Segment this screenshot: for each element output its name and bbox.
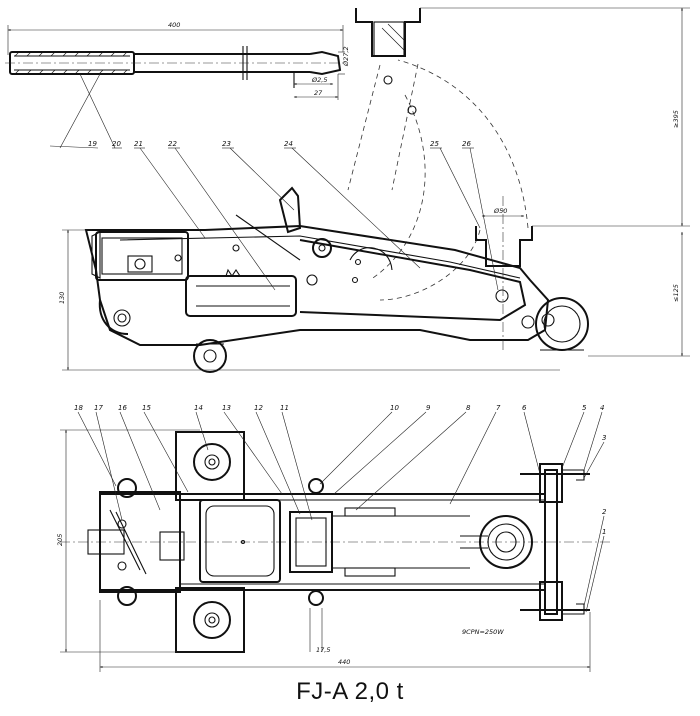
- dim-min-height: ≤125: [672, 284, 680, 302]
- top-view: 205 440 17,5 9CPN=250W 18 17 16 15 14 13: [56, 404, 610, 672]
- top-label-17: 17: [94, 404, 103, 412]
- side-label-26: 26: [462, 140, 471, 148]
- top-label-1: 1: [602, 528, 606, 536]
- top-label-10: 10: [390, 404, 399, 412]
- top-label-4: 4: [600, 404, 604, 412]
- side-label-22: 22: [168, 140, 177, 148]
- handle-drawing: 400 Ø27,2 Ø2,5 27: [5, 21, 350, 100]
- top-label-2: 2: [602, 508, 607, 516]
- top-label-16: 16: [118, 404, 127, 412]
- side-label-19: 19: [88, 140, 97, 148]
- dim-pin-diameter: Ø2,5: [311, 76, 327, 84]
- dim-max-lift: ≥395: [672, 110, 680, 128]
- top-label-8: 8: [466, 404, 471, 412]
- dim-handle-diameter: Ø27,2: [342, 46, 350, 67]
- side-label-20: 20: [112, 140, 121, 148]
- top-label-14: 14: [194, 404, 203, 412]
- top-label-9: 9: [426, 404, 431, 412]
- side-label-25: 25: [430, 140, 439, 148]
- top-label-7: 7: [496, 404, 501, 412]
- side-label-21: 21: [134, 140, 143, 148]
- dim-saddle-diameter: Ø50: [493, 207, 507, 215]
- top-label-12: 12: [254, 404, 263, 412]
- top-label-18: 18: [74, 404, 83, 412]
- top-label-6: 6: [522, 404, 527, 412]
- dim-width: 205: [56, 534, 64, 546]
- dim-length: 440: [338, 658, 350, 666]
- dim-handle-length: 400: [168, 21, 180, 29]
- dim-overall-height: 130: [58, 292, 66, 304]
- side-label-24: 24: [284, 140, 293, 148]
- top-label-3: 3: [602, 434, 606, 442]
- dim-offset: 17,5: [316, 646, 330, 654]
- drawing-note: 9CPN=250W: [462, 628, 504, 636]
- side-view: Ø50 130 ≥395 ≤125 19 20 21 22 23 24 25 2…: [49, 7, 690, 373]
- top-label-15: 15: [142, 404, 151, 412]
- dim-pin-offset: 27: [314, 89, 323, 97]
- drawing-caption: FJ-A 2,0 t: [296, 678, 404, 705]
- top-label-5: 5: [582, 404, 587, 412]
- top-label-13: 13: [222, 404, 231, 412]
- side-label-23: 23: [222, 140, 231, 148]
- top-label-11: 11: [280, 404, 289, 412]
